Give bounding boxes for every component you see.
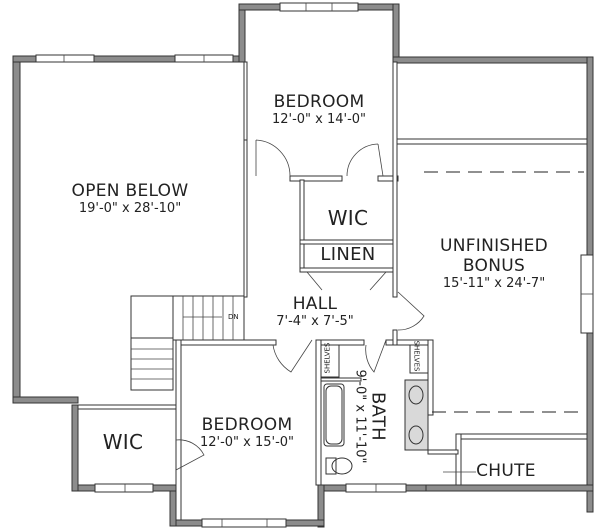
room-dimensions: 7'-4" x 7'-5" [276, 314, 354, 329]
room-label-bedroom-top: BEDROOM 12'-0" x 14'-0" [253, 92, 385, 127]
room-name-line2: BONUS [462, 256, 526, 276]
room-label-open-below: OPEN BELOW 19'-0" x 28'-10" [55, 181, 205, 216]
doors [175, 139, 425, 471]
room-name: BATH [367, 392, 389, 441]
room-label-bedroom-bottom: BEDROOM 12'-0" x 15'-0" [183, 415, 311, 450]
room-name: BEDROOM [273, 92, 365, 112]
room-dimensions: 19'-0" x 28'-10" [78, 201, 182, 216]
windows [35, 2, 594, 528]
bath-fixtures [323, 379, 429, 475]
room-label-linen: LINEN [305, 246, 391, 264]
room-name: OPEN BELOW [71, 181, 189, 201]
room-name: CHUTE [476, 461, 536, 481]
room-name: BEDROOM [201, 415, 293, 435]
room-label-wic-bottom: WIC [92, 432, 154, 452]
room-name: WIC [102, 430, 144, 454]
room-label-unfinished-bonus: UNFINISHED BONUS 15'-11" x 24'-7" [424, 236, 564, 291]
room-name-line1: UNFINISHED [439, 236, 549, 256]
shelves-label-right: SHELVES [412, 340, 421, 372]
staircase [130, 295, 245, 391]
room-label-chute: CHUTE [476, 463, 536, 480]
room-dimensions: 12'-0" x 14'-0" [271, 112, 367, 127]
shelves-label-left: SHELVES [323, 342, 332, 374]
dashed-ceiling-lines [424, 171, 584, 473]
room-dimensions: 9'-0" x 11'-10" [352, 369, 368, 464]
room-dimensions: 12'-0" x 15'-0" [199, 435, 295, 450]
room-label-bath: BATH 9'-0" x 11'-10" [352, 367, 389, 467]
room-label-hall: HALL 7'-4" x 7'-5" [270, 294, 360, 329]
room-dimensions: 15'-11" x 24'-7" [442, 276, 546, 291]
room-label-wic-top: WIC [305, 208, 391, 228]
stair-dn-label: DN [228, 313, 239, 321]
room-name: LINEN [320, 244, 376, 265]
room-name: WIC [327, 206, 369, 230]
room-name: HALL [292, 294, 338, 314]
interior-walls [77, 61, 588, 521]
